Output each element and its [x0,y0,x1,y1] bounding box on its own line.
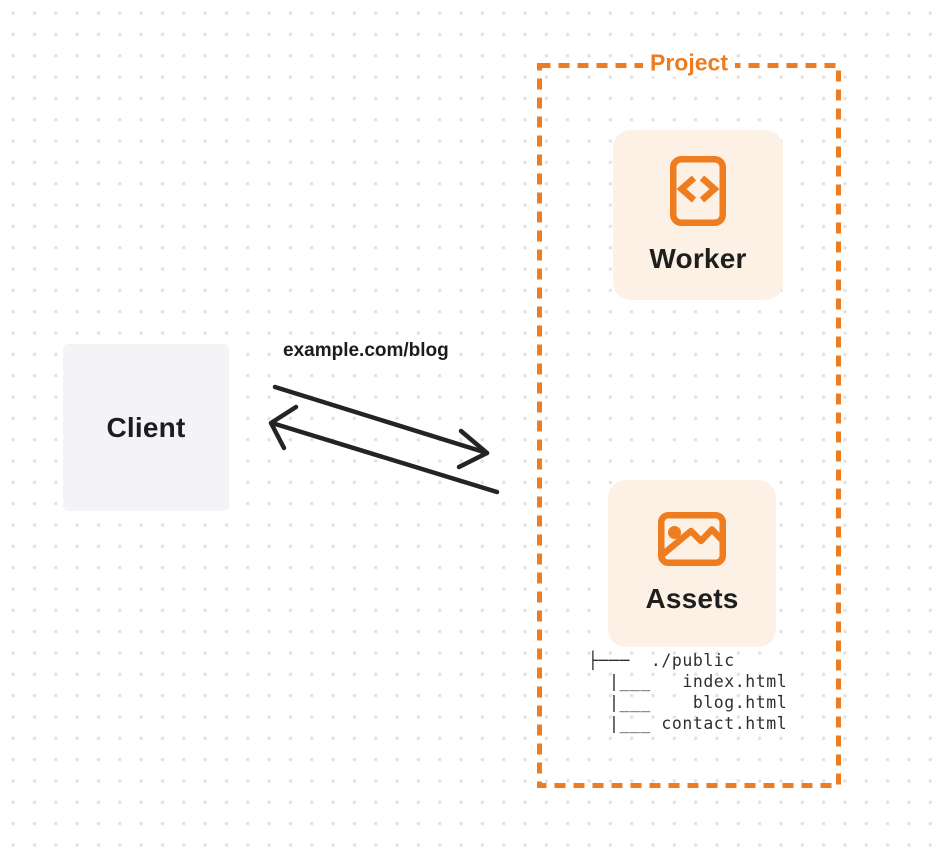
file-tree-root: ├─── ./public [588,651,735,670]
worker-card: Worker [613,130,783,300]
client-box: Client [63,344,229,511]
file-tree-item-contact: |___ contact.html [588,714,788,733]
request-url-label: example.com/blog [283,340,449,361]
code-file-icon [670,155,726,226]
response-arrow [268,404,500,495]
assets-label: Assets [645,583,739,614]
worker-label: Worker [649,242,747,274]
client-label: Client [106,411,186,443]
project-container: Project [537,49,841,788]
request-arrow [272,384,490,470]
assets-file-tree: ├─── ./public |___ index.html |___ blog.… [588,650,787,734]
project-dashed-border [537,63,841,788]
file-tree-item-index: |___ index.html [588,672,788,691]
file-tree-item-blog: |___ blog.html [588,693,788,712]
image-icon [658,512,726,566]
assets-card: Assets [608,480,776,647]
project-label: Project [643,49,735,77]
